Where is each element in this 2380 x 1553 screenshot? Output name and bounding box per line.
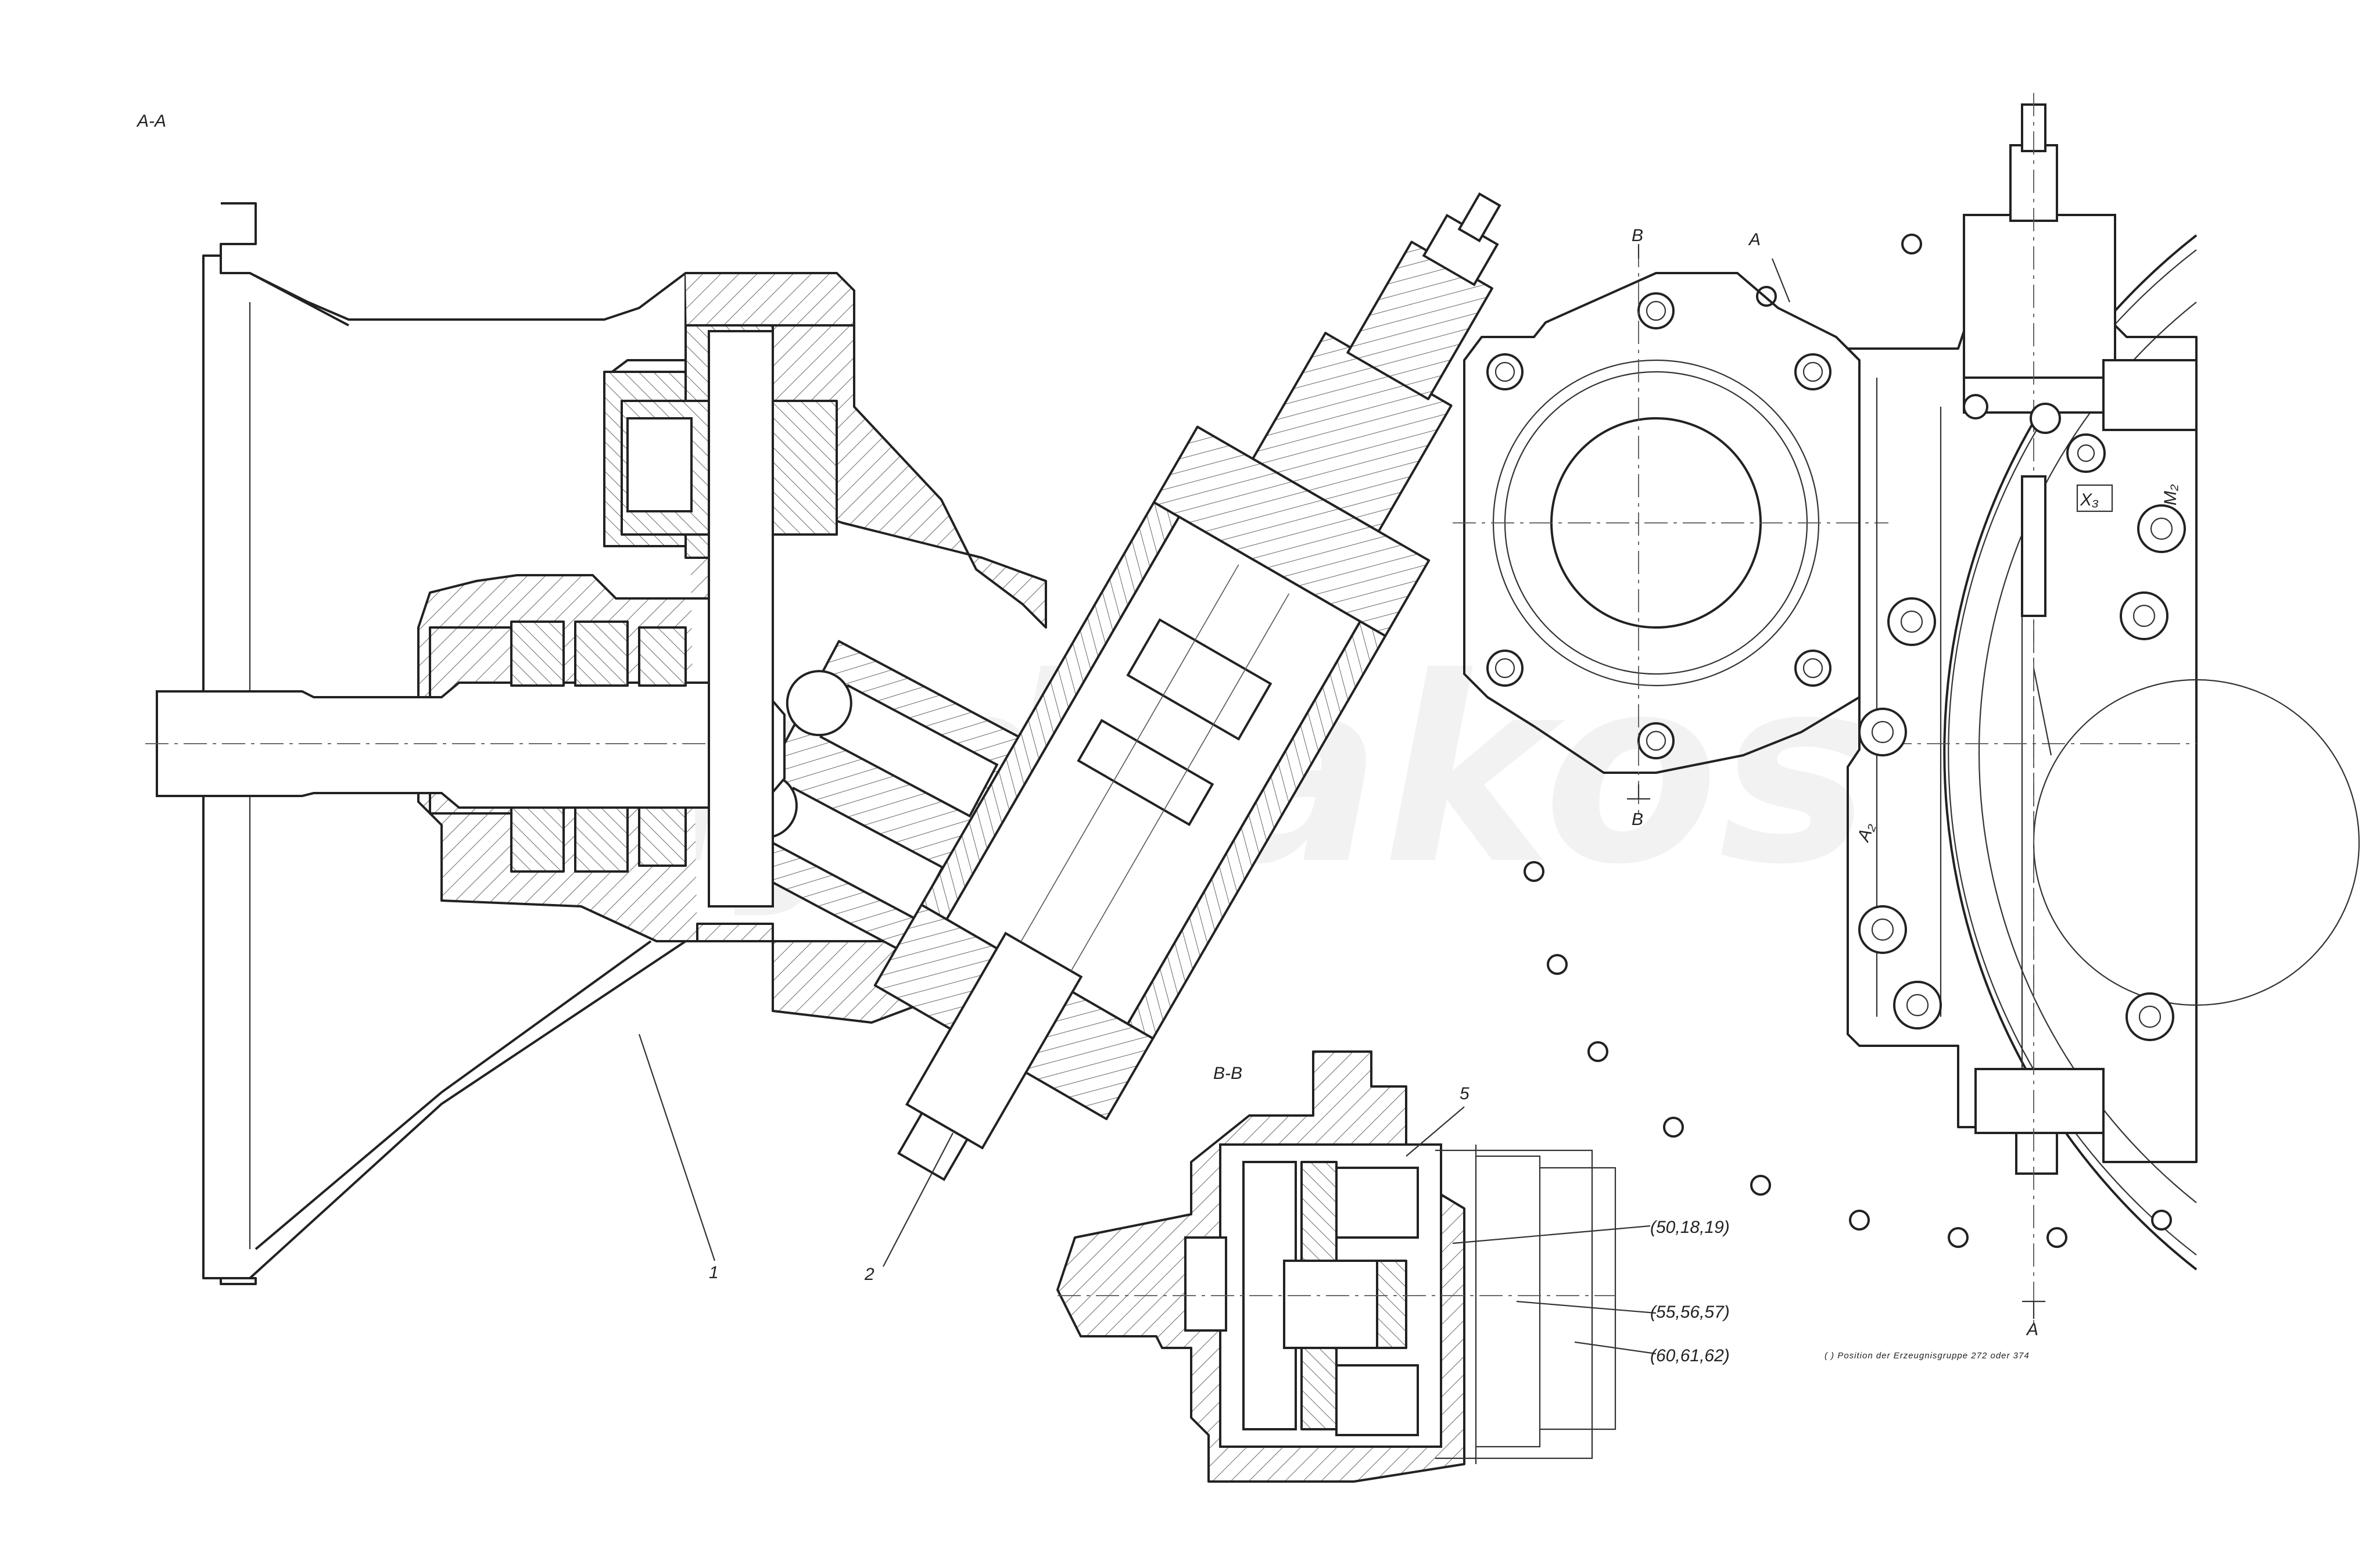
drive-shaft: [156, 682, 716, 809]
footnote-text: ( ) Position der Erzeugnisgruppe 272 ode…: [1825, 1351, 2030, 1361]
taper-roller-bearings: [510, 621, 687, 873]
cut-b-top-label: B: [1632, 226, 1643, 245]
cut-a-bottom-label: A: [2026, 1320, 2038, 1339]
section-bb-view: B-B 5 (50,18,19) (55,56,57) (60,61,62): [1056, 1050, 1730, 1483]
cut-b-bottom-label: B: [1632, 810, 1643, 829]
gear-shaft: [708, 330, 774, 908]
front-view: B B: [1453, 93, 2360, 1361]
section-bb-label: B-B: [1213, 1064, 1242, 1083]
cut-a-top-label: A: [1748, 230, 1761, 249]
drive-flange-bolts: [1486, 292, 1831, 759]
port-fittings: [1858, 394, 2186, 1041]
port-x3-label: X₃: [2080, 490, 2099, 510]
controller-assembly: [873, 192, 1501, 1181]
section-aa-label: A-A: [136, 112, 166, 131]
port-m2-label: M₂: [2161, 484, 2180, 505]
position-2-label: 2: [864, 1265, 874, 1284]
controller-block: [1963, 214, 2116, 379]
drive-flange: [1463, 272, 1861, 774]
position-5-label: 5: [1460, 1084, 1469, 1103]
flange-bolt-holes: [1524, 234, 2172, 1248]
position-1-label: 1: [709, 1263, 719, 1282]
callout-55-56-57: (55,56,57): [1650, 1303, 1730, 1322]
callout-60-61-62: (60,61,62): [1650, 1346, 1730, 1365]
section-aa-view: A-A: [136, 112, 1501, 1285]
callout-50-18-19: (50,18,19): [1650, 1218, 1730, 1237]
